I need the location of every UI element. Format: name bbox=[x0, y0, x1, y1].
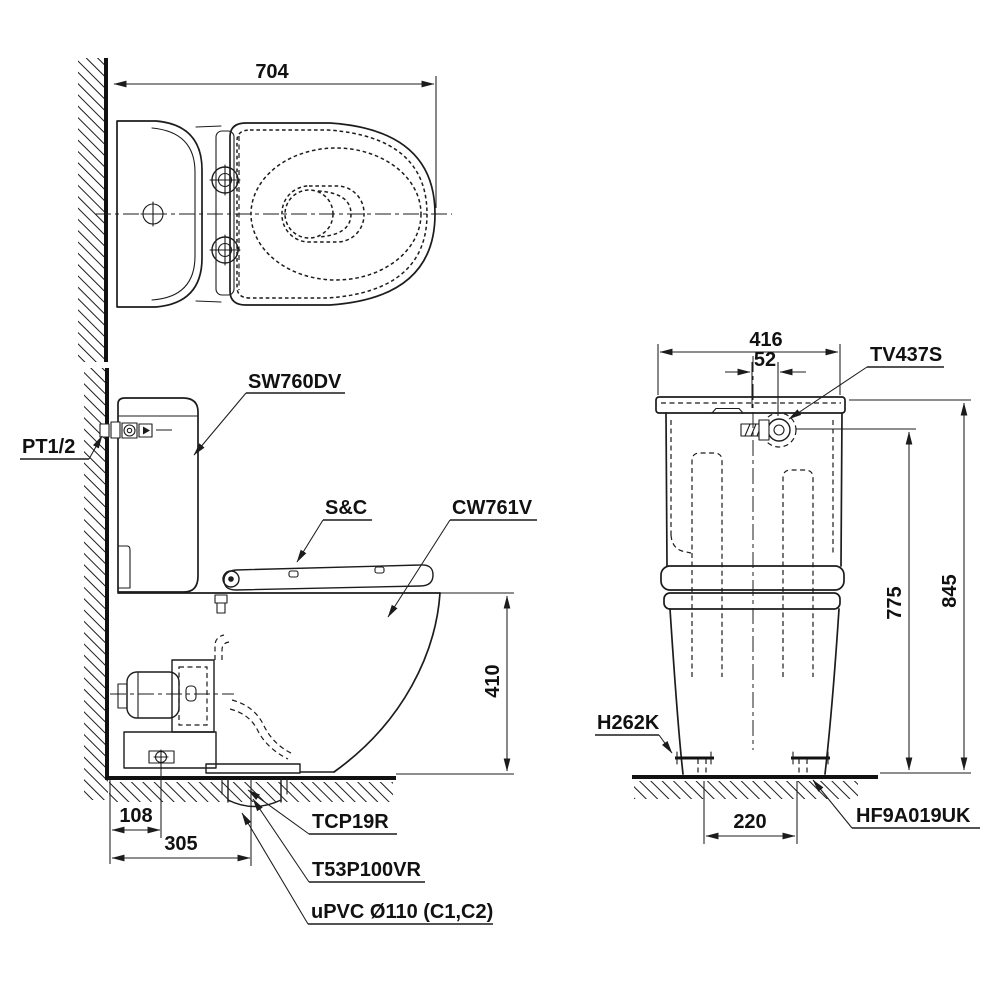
top-view: 704 bbox=[78, 58, 452, 362]
dimension-overall-height: 845 bbox=[939, 402, 968, 771]
label-drain-pipe: uPVC Ø110 (C1,C2) bbox=[241, 812, 493, 925]
label-inlet: PT1/2 bbox=[20, 435, 103, 460]
dim-inlet-height-text: 775 bbox=[884, 586, 906, 619]
stop-valve-front-view bbox=[740, 412, 916, 448]
dimension-inlet-height: 775 bbox=[884, 431, 913, 771]
label-bolt-cap: H262K bbox=[595, 712, 673, 754]
dim-tank-width-text: 416 bbox=[749, 329, 782, 351]
internal-column-right bbox=[782, 469, 814, 677]
label-stop-valve-text: TV437S bbox=[870, 344, 942, 366]
dim-bolt-spacing-text: 220 bbox=[733, 811, 766, 833]
label-fixing-bolt-text: HF9A019UK bbox=[856, 805, 971, 827]
dim-inlet-offset-text: 52 bbox=[754, 349, 776, 371]
seat-opening-outline bbox=[281, 185, 365, 243]
label-bowl: CW761V bbox=[387, 497, 537, 618]
side-view: 410 108 305 PT1/2 SW760DV S&C bbox=[20, 368, 537, 925]
dim-rim-height-text: 410 bbox=[482, 664, 504, 697]
label-drain-pipe-text: uPVC Ø110 (C1,C2) bbox=[311, 901, 493, 923]
dim-offset-small-text: 108 bbox=[119, 805, 152, 827]
hinge-bolt bbox=[209, 234, 241, 266]
dimension-depth: 704 bbox=[113, 61, 437, 208]
bowl-side-view bbox=[117, 592, 441, 774]
label-flush-valve: T53P100VR bbox=[252, 798, 425, 883]
label-seat-cover-text: S&C bbox=[325, 497, 367, 519]
dimension-bolt-spacing: 220 bbox=[703, 781, 798, 844]
label-inlet-text: PT1/2 bbox=[22, 436, 75, 458]
label-outlet-socket-text: TCP19R bbox=[312, 811, 389, 833]
inlet-fitting-side-view bbox=[99, 421, 176, 439]
internal-column-left bbox=[691, 452, 723, 677]
label-bowl-text: CW761V bbox=[452, 497, 533, 519]
front-view: 416 52 bbox=[595, 329, 980, 844]
label-flush-valve-text: T53P100VR bbox=[312, 859, 422, 881]
bowl-rim-band bbox=[663, 592, 841, 610]
label-cistern-text: SW760DV bbox=[248, 371, 342, 393]
dimension-inlet-offset: 52 bbox=[725, 349, 806, 416]
seat-hinge-pin bbox=[222, 570, 240, 588]
dim-overall-height-text: 845 bbox=[939, 574, 961, 607]
tank-front-view bbox=[655, 396, 846, 677]
label-bolt-cap-text: H262K bbox=[597, 712, 660, 734]
outlet-flange-side bbox=[205, 763, 301, 774]
bolt-cap-right bbox=[791, 751, 830, 776]
hinge-bolt bbox=[209, 164, 241, 196]
floor-hatch-front-view bbox=[634, 781, 858, 799]
label-stop-valve: TV437S bbox=[788, 344, 944, 420]
flush-valve-assembly bbox=[110, 634, 294, 769]
bowl-front-view bbox=[663, 592, 841, 775]
label-seat-cover: S&C bbox=[296, 497, 372, 563]
hinge-bolt-side bbox=[214, 594, 228, 604]
wall-hatch-top-view bbox=[78, 58, 105, 362]
dim-offset-large-text: 305 bbox=[164, 833, 197, 855]
seat-hinge-top-view bbox=[209, 130, 241, 296]
label-outlet-socket: TCP19R bbox=[247, 789, 397, 835]
dim-depth-text: 704 bbox=[255, 61, 289, 83]
bolt-cap-left bbox=[675, 751, 714, 776]
dimension-offset-small: 108 bbox=[111, 760, 162, 838]
cistern-side-view bbox=[117, 397, 199, 593]
dimension-rim-height: 410 bbox=[396, 592, 514, 775]
label-cistern: SW760DV bbox=[193, 371, 345, 456]
label-fixing-bolt: HF9A019UK bbox=[812, 779, 980, 829]
seat-side-view bbox=[214, 564, 434, 614]
dimension-tank-width: 416 bbox=[657, 329, 841, 395]
